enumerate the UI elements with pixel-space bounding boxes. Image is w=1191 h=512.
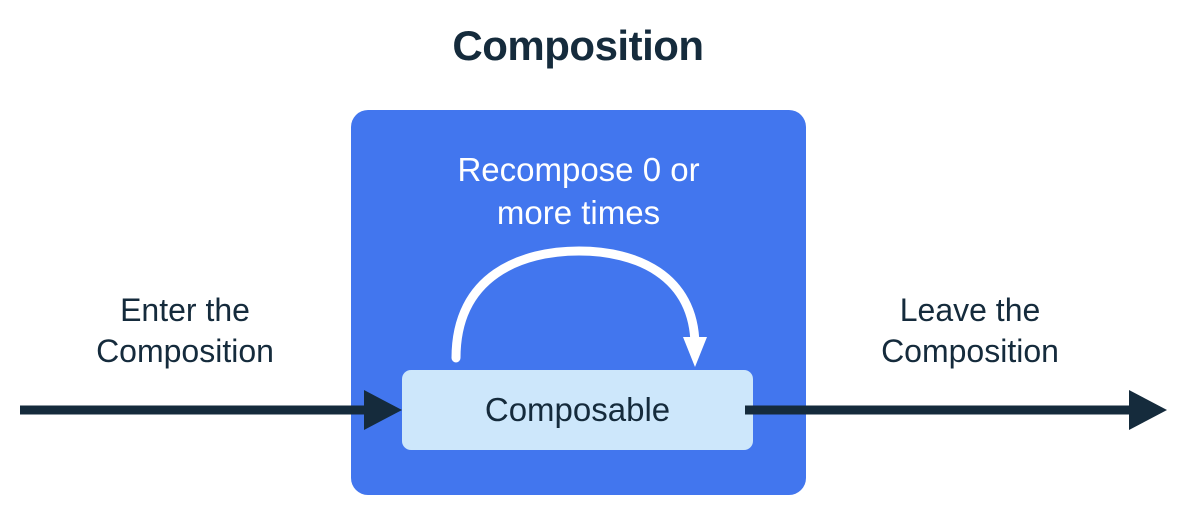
enter-composition-arrow-icon: [20, 390, 402, 430]
enter-caption-line-1: Enter the: [120, 292, 250, 328]
recompose-caption: Recompose 0 or more times: [351, 148, 806, 234]
page-title: Composition: [452, 22, 704, 69]
leave-caption-line-2: Composition: [881, 333, 1059, 369]
leave-composition-caption: Leave the Composition: [810, 290, 1130, 372]
enter-composition-caption: Enter the Composition: [25, 290, 345, 372]
enter-caption-line-2: Composition: [96, 333, 274, 369]
composable-label: Composable: [484, 391, 671, 428]
recompose-loop-arrow-icon: [451, 246, 707, 367]
composable-box: Composable: [402, 370, 753, 450]
recompose-caption-line-1: Recompose 0 or: [457, 151, 700, 188]
leave-caption-line-1: Leave the: [899, 292, 1041, 328]
leave-composition-arrow-icon: [745, 390, 1167, 430]
recompose-caption-line-2: more times: [496, 194, 661, 231]
